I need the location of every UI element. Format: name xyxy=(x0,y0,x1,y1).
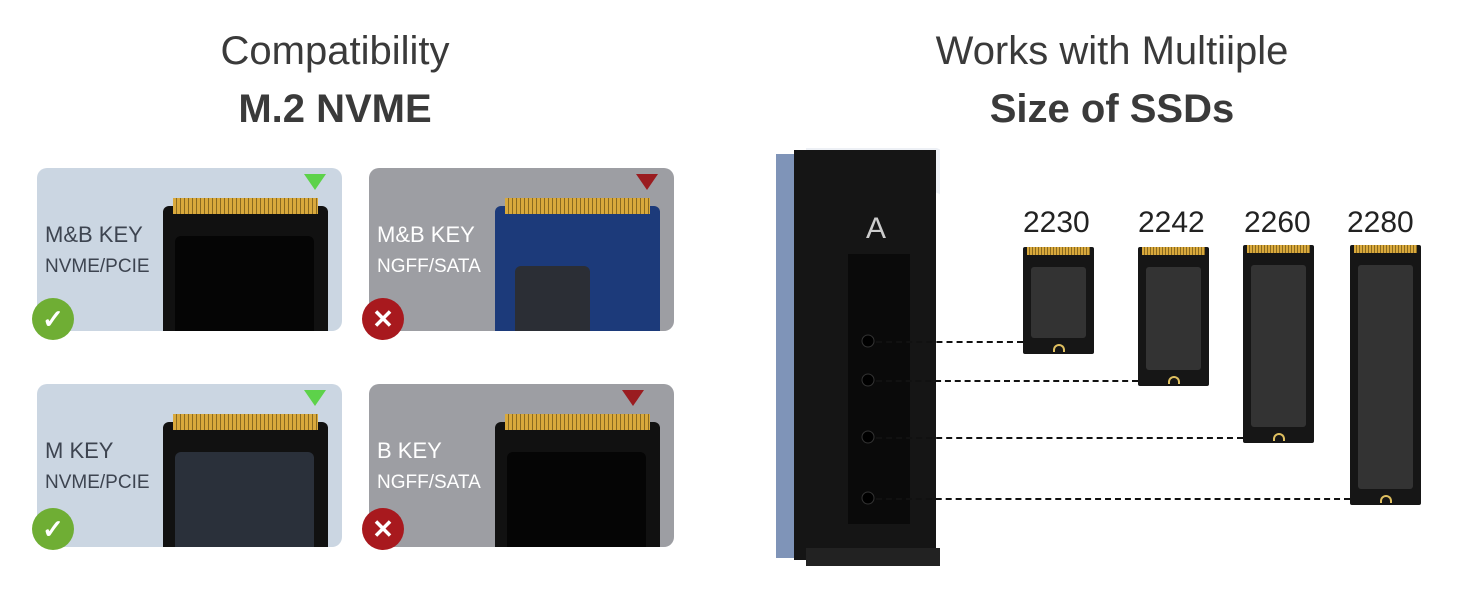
left-title: Compatibility M.2 NVME xyxy=(135,22,535,138)
dashed-connector xyxy=(876,341,1023,343)
card-mb-key-sata: M&B KEY NGFF/SATA xyxy=(369,168,674,331)
right-title: Works with Multiiple Size of SSDs xyxy=(862,22,1362,138)
card-b-key-sata: B KEY NGFF/SATA xyxy=(369,384,674,547)
card-key: B KEY xyxy=(377,438,442,463)
card-protocol: NVME/PCIE xyxy=(45,472,150,493)
ssd-2280 xyxy=(1350,245,1421,505)
ssd-2242 xyxy=(1138,247,1209,386)
triangle-marker-icon xyxy=(622,390,644,406)
check-icon: ✓ xyxy=(32,298,74,340)
ssd-2230 xyxy=(1023,247,1094,354)
dashed-connector xyxy=(876,380,1138,382)
check-icon: ✓ xyxy=(32,508,74,550)
ssd-photo xyxy=(495,198,660,331)
card-protocol: NVME/PCIE xyxy=(45,256,150,277)
size-label-2242: 2242 xyxy=(1138,206,1205,239)
left-title-line1: Compatibility xyxy=(220,29,450,73)
ssd-2260 xyxy=(1243,245,1314,443)
card-protocol: NGFF/SATA xyxy=(377,256,481,277)
card-protocol: NGFF/SATA xyxy=(377,472,481,493)
size-label-2280: 2280 xyxy=(1347,206,1414,239)
ssd-enclosure xyxy=(776,148,940,566)
cross-icon: ✕ xyxy=(362,298,404,340)
left-title-line2: M.2 NVME xyxy=(238,87,432,131)
dashed-connector xyxy=(876,498,1350,500)
card-key: M KEY xyxy=(45,438,114,463)
ssd-photo xyxy=(163,198,328,331)
slot-label: A xyxy=(866,212,887,245)
card-key: M&B KEY xyxy=(377,222,475,247)
triangle-marker-icon xyxy=(636,174,658,190)
size-label-2260: 2260 xyxy=(1244,206,1311,239)
size-label-2230: 2230 xyxy=(1023,206,1090,239)
triangle-marker-icon xyxy=(304,174,326,190)
card-mb-key-nvme: M&B KEY NVME/PCIE xyxy=(37,168,342,331)
right-title-line1: Works with Multiiple xyxy=(935,29,1289,73)
ssd-photo xyxy=(495,414,660,547)
card-key: M&B KEY xyxy=(45,222,143,247)
dashed-connector xyxy=(876,437,1243,439)
cross-icon: ✕ xyxy=(362,508,404,550)
ssd-photo xyxy=(163,414,328,547)
triangle-marker-icon xyxy=(304,390,326,406)
card-m-key-nvme: M KEY NVME/PCIE xyxy=(37,384,342,547)
right-title-line2: Size of SSDs xyxy=(989,87,1235,131)
